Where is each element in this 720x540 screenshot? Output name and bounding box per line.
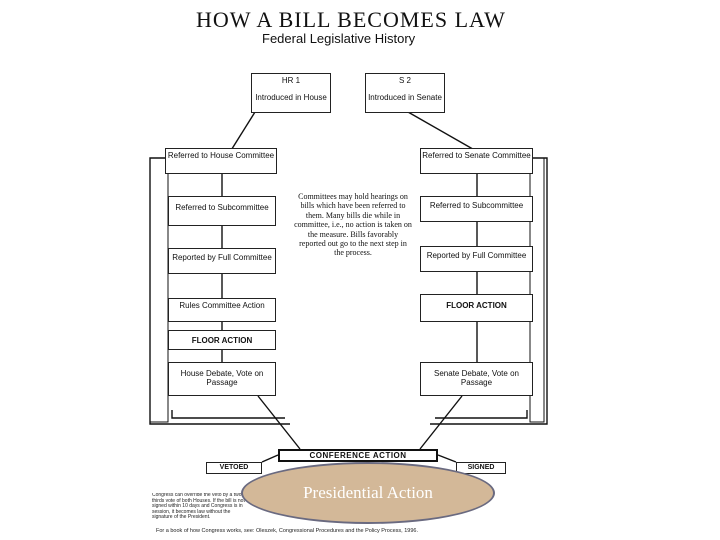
- house-debate-label: House Debate, Vote on Passage: [180, 369, 264, 387]
- senate-bill-number: S 2: [398, 76, 411, 85]
- senate-introduced: Introduced in Senate: [368, 93, 442, 102]
- senate-referred-committee: Referred to Senate Committee: [420, 148, 533, 174]
- signed-box: SIGNED: [456, 462, 506, 474]
- senate-debate-label: Senate Debate, Vote on Passage: [434, 369, 519, 387]
- house-referred-subcommittee: Referred to Subcommittee: [168, 196, 276, 226]
- senate-referred-committee-label: Referred to Senate Committee: [422, 151, 531, 160]
- house-referred-committee-label: Referred to House Committee: [167, 151, 275, 160]
- source-footer: For a book of how Congress works, see: O…: [156, 528, 418, 534]
- presidential-action-ellipse: Presidential Action: [241, 462, 495, 524]
- house-bill-number: HR 1: [281, 76, 301, 85]
- house-rules-label: Rules Committee Action: [179, 301, 265, 310]
- house-referred-committee: Referred to House Committee: [165, 148, 277, 174]
- house-floor-label: FLOOR ACTION: [191, 336, 253, 345]
- senate-floor-label: FLOOR ACTION: [446, 301, 507, 310]
- house-debate: House Debate, Vote on Passage: [168, 362, 276, 396]
- committee-note: Committees may hold hearings on bills wh…: [294, 192, 412, 258]
- house-rules-committee: Rules Committee Action: [168, 298, 276, 322]
- vetoed-box: VETOED: [206, 462, 262, 474]
- senate-reported-label: Reported by Full Committee: [426, 251, 527, 260]
- senate-reported: Reported by Full Committee: [420, 246, 533, 272]
- senate-referred-sub-label: Referred to Subcommittee: [429, 201, 524, 210]
- house-reported-label: Reported by Full Committee: [172, 253, 272, 262]
- house-bill-box: HR 1 Introduced in House: [251, 73, 331, 113]
- senate-floor-action: FLOOR ACTION: [420, 294, 533, 322]
- page-subtitle: Federal Legislative History: [262, 31, 416, 46]
- presidential-action-label: Presidential Action: [303, 483, 433, 502]
- house-referred-sub-label: Referred to Subcommittee: [175, 203, 269, 212]
- house-floor-action: FLOOR ACTION: [168, 330, 276, 350]
- conference-action: CONFERENCE ACTION: [278, 449, 438, 462]
- senate-debate: Senate Debate, Vote on Passage: [420, 362, 533, 396]
- house-reported: Reported by Full Committee: [168, 248, 276, 274]
- senate-bill-box: S 2 Introduced in Senate: [365, 73, 445, 113]
- senate-referred-subcommittee: Referred to Subcommittee: [420, 196, 533, 222]
- page-title: HOW A BILL BECOMES LAW: [196, 7, 506, 32]
- veto-fineprint: Congress can override the veto by a two-…: [152, 493, 245, 520]
- house-introduced: Introduced in House: [255, 93, 327, 102]
